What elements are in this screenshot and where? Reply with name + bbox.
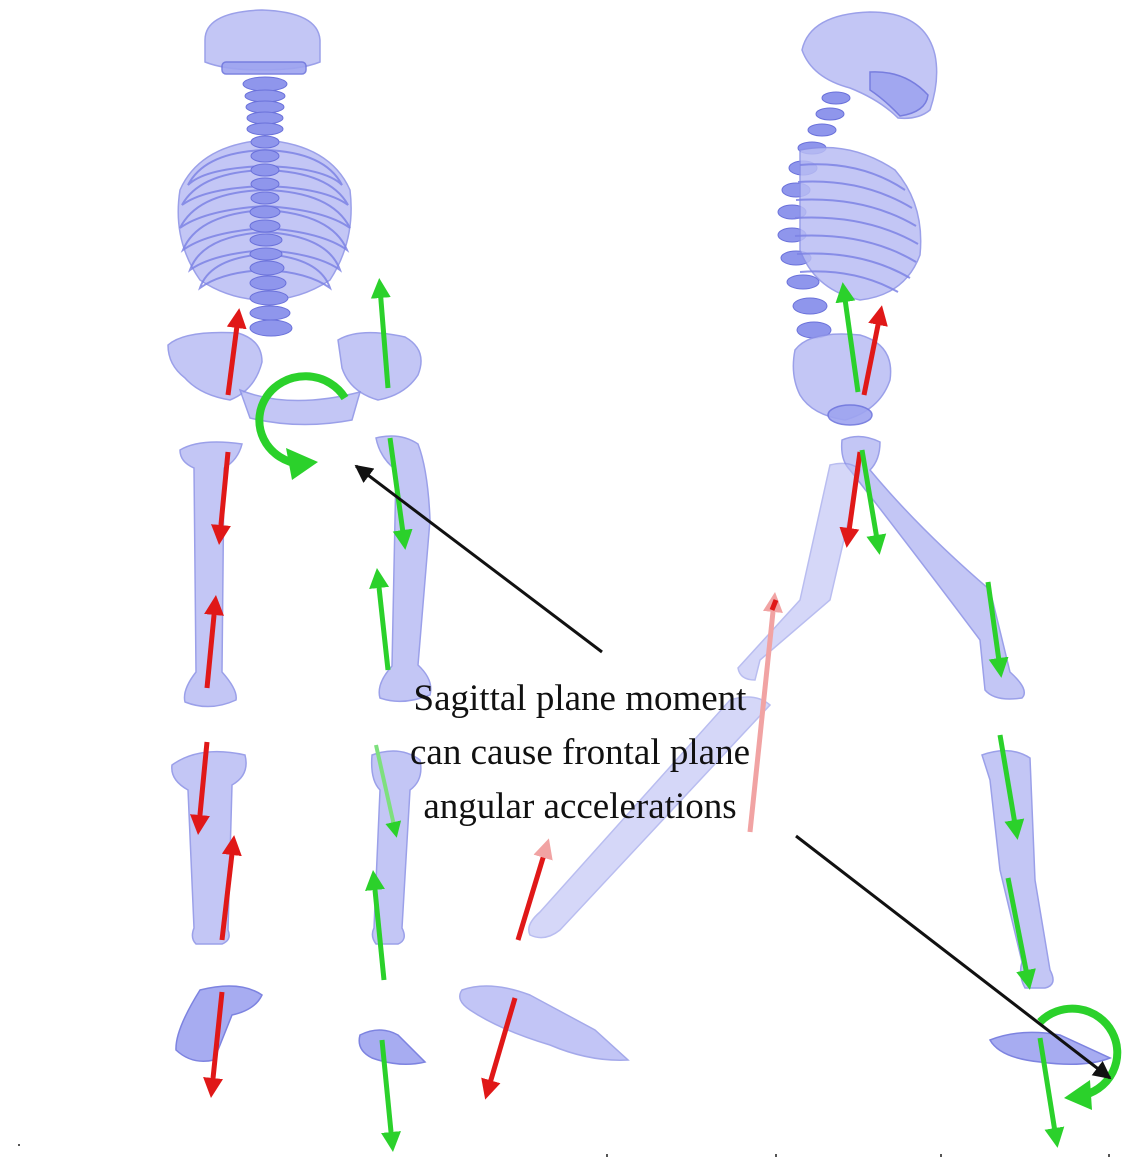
caption-line: angular accelerations [300,780,860,834]
lateral-skull [802,12,937,118]
posterior-view [168,10,431,1064]
cervical-spine [243,77,287,135]
pelvis-rotation-arrowhead [286,448,318,480]
green-arrow [378,578,388,670]
lateral-pelvis [793,334,890,425]
skull [205,10,320,74]
pointer-arrow-to-foot [796,836,1110,1078]
baseline-ticks [18,1144,1110,1157]
foot-rotation-arrowhead [1064,1080,1092,1110]
caption-line: Sagittal plane moment [300,672,860,726]
lateral-stance-leg [842,436,1110,1064]
annotation-caption: Sagittal plane moment can cause frontal … [300,672,860,834]
caption-line: can cause frontal plane [300,726,860,780]
